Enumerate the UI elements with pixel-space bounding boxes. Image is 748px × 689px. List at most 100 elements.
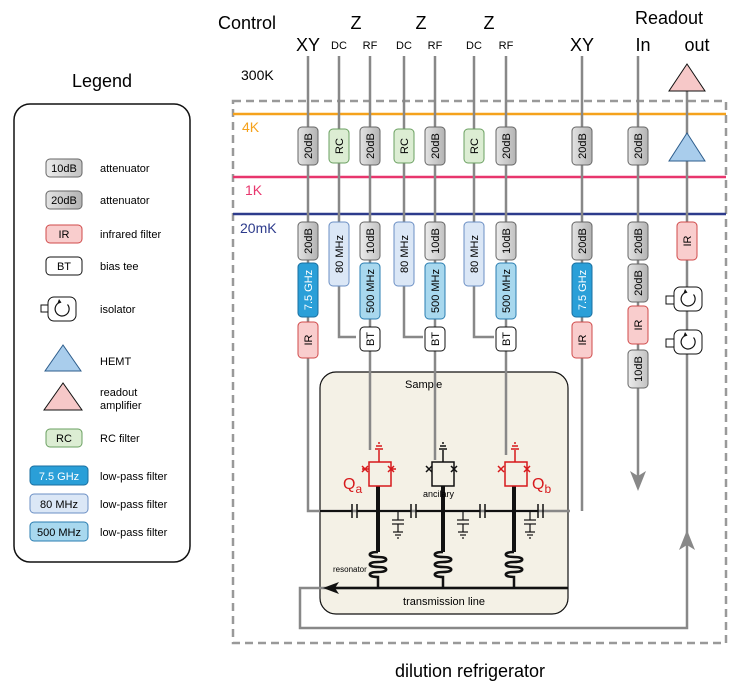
svg-text:IR: IR <box>303 334 315 345</box>
svg-text:20dB: 20dB <box>633 228 645 254</box>
svg-text:BT: BT <box>501 332 513 346</box>
resonator-label: resonator <box>333 565 367 574</box>
attenuator-10db-rf2: 10dB <box>424 221 446 261</box>
lowpass-80mhz-2: 80 MHz <box>393 221 415 287</box>
legend-desc-amplifier: amplifier <box>100 400 142 412</box>
header-rf-3: RF <box>499 40 514 52</box>
legend-desc-readout: readout <box>100 387 137 399</box>
components: 20dB 20dB 20dB 20dB 20dB 20dB RC RC RC 2… <box>297 126 698 389</box>
legend-key-500mhz: 500 MHz <box>37 527 81 539</box>
fridge-outline <box>231 99 728 645</box>
legend-desc-rc: RC filter <box>100 433 140 445</box>
legend-desc-75ghz: low-pass filter <box>100 471 168 483</box>
legend: Legend 10dB attenuator 20dB attenuator I… <box>13 71 191 563</box>
header-out: out <box>684 35 709 55</box>
lowpass-80mhz-icon <box>29 493 89 514</box>
wires <box>298 56 689 630</box>
rc-filter-icon <box>45 428 83 448</box>
header-z-1: Z <box>351 13 362 33</box>
resonator-coil-2 <box>433 550 453 588</box>
sample-title: Sample <box>405 379 442 391</box>
svg-text:BT: BT <box>430 332 442 346</box>
attenuator-20db-rf2: 20dB <box>424 126 446 166</box>
transmission-line-label: transmission line <box>403 596 485 608</box>
header-dc-3: DC <box>466 40 482 52</box>
attenuator-20db-rf3: 20dB <box>495 126 517 166</box>
attenuator-20db-icon <box>45 190 83 210</box>
header-readout: Readout <box>635 8 703 28</box>
ir-filter-in: IR <box>627 305 649 345</box>
legend-key-20db: 20dB <box>51 195 77 207</box>
infrared-filter-icon <box>45 224 83 244</box>
legend-desc-ir: infrared filter <box>100 229 161 241</box>
legend-key-10db: 10dB <box>51 163 77 175</box>
bias-tee-3: BT <box>495 326 517 352</box>
readout-amplifier-icon <box>668 63 706 92</box>
ir-filter-xy2: IR <box>571 321 593 359</box>
attenuator-10db-rf1: 10dB <box>359 221 381 261</box>
lowpass-80mhz-3: 80 MHz <box>463 221 485 287</box>
header-z-3: Z <box>484 13 495 33</box>
hemt-triangle-icon <box>44 344 82 372</box>
lowpass-500mhz-2: 500 MHz <box>424 262 446 320</box>
lowpass-75ghz-xy1: 7.5 GHz <box>297 262 319 318</box>
svg-text:RC: RC <box>399 138 411 154</box>
attenuator-20db-xy1: 20dB <box>297 126 319 166</box>
svg-text:RC: RC <box>469 138 481 154</box>
line-headers: Control Z Z Z Readout XY XY In out DC RF… <box>218 8 710 55</box>
legend-desc-80mhz: low-pass filter <box>100 499 168 511</box>
header-rf-1: RF <box>363 40 378 52</box>
attenuator-10db-in: 10dB <box>627 349 649 389</box>
header-z-2: Z <box>416 13 427 33</box>
legend-desc-500mhz: low-pass filter <box>100 527 168 539</box>
svg-text:RC: RC <box>334 138 346 154</box>
stage-1k-label: 1K <box>245 182 263 198</box>
qubit-b-label: Qb <box>532 476 551 496</box>
svg-text:7.5 GHz: 7.5 GHz <box>577 270 589 310</box>
svg-text:500 MHz: 500 MHz <box>365 269 377 313</box>
svg-text:20dB: 20dB <box>303 133 315 159</box>
svg-text:20dB: 20dB <box>430 133 442 159</box>
bias-tee-2: BT <box>424 326 446 352</box>
attenuator-10db-icon <box>45 158 83 178</box>
svg-text:20dB: 20dB <box>577 133 589 159</box>
svg-text:80 MHz: 80 MHz <box>469 235 481 273</box>
header-xy-1: XY <box>296 35 320 55</box>
svg-text:20dB: 20dB <box>633 133 645 159</box>
svg-text:80 MHz: 80 MHz <box>334 235 346 273</box>
ir-filter-out: IR <box>676 221 698 261</box>
readout-amplifier-triangle-icon <box>43 382 83 411</box>
resonator-coil-3 <box>504 550 524 588</box>
header-dc-1: DC <box>331 40 347 52</box>
sample-circuit <box>320 442 544 588</box>
hemt-icon <box>668 132 706 162</box>
legend-desc-bt: bias tee <box>100 261 139 273</box>
legend-key-bt: BT <box>57 261 71 273</box>
header-dc-2: DC <box>396 40 412 52</box>
header-xy-2: XY <box>570 35 594 55</box>
svg-text:20dB: 20dB <box>365 133 377 159</box>
resonator-coil-1 <box>368 550 388 588</box>
svg-text:500 MHz: 500 MHz <box>501 269 513 313</box>
svg-text:10dB: 10dB <box>633 356 645 382</box>
readout-in-arrow-icon <box>630 471 646 491</box>
bias-tee-1: BT <box>359 326 381 352</box>
legend-key-ir: IR <box>59 229 70 241</box>
stage-300k-label: 300K <box>241 67 274 83</box>
legend-desc-20db: attenuator <box>100 195 150 207</box>
readout-out-arrow-icon <box>679 530 695 550</box>
svg-text:IR: IR <box>682 235 694 246</box>
legend-desc-isolator: isolator <box>100 304 136 316</box>
isolator-icon <box>665 329 703 355</box>
legend-desc-10db: attenuator <box>100 163 150 175</box>
header-control: Control <box>218 13 276 33</box>
svg-text:10dB: 10dB <box>430 228 442 254</box>
svg-text:20dB: 20dB <box>633 270 645 296</box>
attenuator-20db-xy1-mk: 20dB <box>297 221 319 261</box>
svg-text:20dB: 20dB <box>577 228 589 254</box>
stage-4k-label: 4K <box>242 119 260 135</box>
attenuator-20db-xy2: 20dB <box>571 126 593 166</box>
header-rf-2: RF <box>428 40 443 52</box>
lowpass-75ghz-xy2: 7.5 GHz <box>571 262 593 318</box>
